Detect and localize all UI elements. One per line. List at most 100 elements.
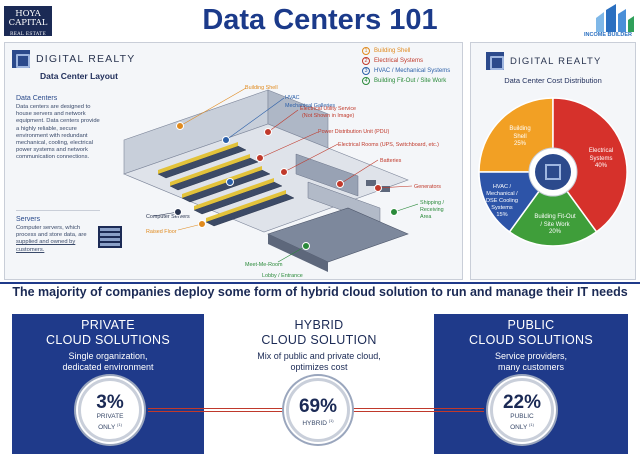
pie-label-fit-out: Building Fit-Out / Site Work 20% [526, 214, 584, 237]
legend-label: HVAC / Mechanical Systems [374, 68, 451, 74]
callout-batteries: Batteries [380, 158, 402, 164]
pie-slice-2 [508, 170, 598, 247]
pie-label-line: Shell [513, 133, 527, 140]
data-centers-text: Data centers are designed to house serve… [16, 104, 100, 161]
layout-subtitle: Data Center Layout [40, 71, 118, 81]
pie-label-line: HVAC / [492, 184, 512, 190]
pie-label-line: Mechanical / DSE Cooling Systems [485, 191, 519, 211]
private-pct: 3% [96, 392, 124, 413]
server-rack-icon [98, 226, 122, 248]
pie-label-hvac: HVAC / Mechanical / DSE Cooling Systems … [481, 184, 523, 219]
callout-lobby: Lobby / Entrance [262, 273, 303, 279]
legend-item-building-shell: 1 Building Shell [362, 46, 462, 56]
pie-label-pct: 25% [513, 141, 526, 147]
pie-label-line: / Site Work [540, 221, 570, 228]
connector-right [352, 408, 484, 412]
hybrid-title-1: HYBRID [294, 318, 344, 332]
legend-item-electrical: 2 Electrical Systems [362, 56, 462, 66]
servers-text-emphasis: supplied and owned by customers. [16, 239, 76, 253]
data-centers-heading: Data Centers [16, 95, 58, 102]
pie-center-mark-icon [545, 164, 561, 180]
hybrid-cloud-tagline: The majority of companies deploy some fo… [12, 285, 628, 299]
legend-number: 2 [362, 57, 370, 65]
hybrid-stat-circle: 69% HYBRID (1) [286, 378, 350, 442]
private-stat-circle: 3% PRIVATE ONLY (1) [78, 378, 142, 442]
pie-label-electrical: Electrical Systems 40% [578, 148, 624, 171]
private-title-1: PRIVATE [81, 318, 135, 332]
public-stat-circle: 22% PUBLIC ONLY (1) [490, 378, 554, 442]
public-only-text: ONLY [510, 423, 528, 431]
callout-generators: Generators [414, 184, 441, 190]
public-title-2: CLOUD SOLUTIONS [469, 333, 593, 347]
income-builder-logo-icon [596, 4, 634, 32]
public-stat-label-2: ONLY (1) [493, 421, 551, 432]
legend-number: 4 [362, 77, 370, 85]
pie-center-logo-icon [535, 154, 571, 190]
digital-realty-brand-2: DIGITAL REALTY [510, 55, 602, 67]
pie-label-pct: 40% [594, 163, 607, 169]
callout-building-shell: Building Shell [245, 85, 278, 91]
footnote-marker: (1) [328, 418, 334, 423]
hoya-capital-logo: HOYA CAPITAL REAL ESTATE [4, 6, 52, 37]
hybrid-title-2: CLOUD SOLUTION [261, 333, 377, 347]
hoya-logo-line2: REAL ESTATE [9, 32, 47, 37]
divider [16, 210, 100, 211]
legend-item-fit-out: 4 Building Fit-Out / Site Work [362, 76, 462, 86]
public-desc-2: many customers [497, 362, 565, 372]
layout-legend: 1 Building Shell 2 Electrical Systems 3 … [362, 46, 462, 86]
callout-pdu: Power Distribution Unit (PDU) [318, 129, 390, 135]
callout-markers [153, 87, 418, 263]
footnote-marker: (1) [117, 421, 122, 427]
private-stat-label: PRIVATE [96, 413, 124, 420]
callout-mechanical-galleries: Mechanical Galleries [285, 103, 336, 109]
digital-realty-logo-2: DIGITAL REALTY [486, 52, 602, 70]
hybrid-desc-2: optimizes cost [290, 362, 348, 372]
cost-subtitle: Data Center Cost Distribution [504, 76, 602, 85]
legend-number: 1 [362, 47, 370, 55]
private-stat-label-2: ONLY (1) [81, 421, 139, 432]
digital-realty-mark-icon [12, 50, 30, 68]
pie-label-pct: 15% [496, 212, 508, 218]
callout-shipping-line3: Area [420, 214, 432, 220]
pie-label-line: Systems [589, 155, 613, 162]
callout-raised-floor: Raised Floor [146, 229, 177, 235]
pie-label-line: Building [509, 126, 531, 132]
callout-electrical-utility: Electrical Utility Service [300, 106, 357, 112]
digital-realty-mark-icon [486, 52, 504, 70]
pie-label-line: Building Fit-Out [534, 214, 576, 220]
legend-item-hvac: 3 HVAC / Mechanical Systems [362, 66, 462, 76]
private-title-2: CLOUD SOLUTIONS [46, 333, 170, 347]
legend-label: Building Fit-Out / Site Work [374, 78, 447, 84]
servers-text-main: Computer servers, which process and stor… [16, 225, 87, 239]
hybrid-pct: 69% [298, 396, 338, 417]
callout-meet-me-room: Meet-Me-Room [245, 262, 283, 268]
footnote-marker: (1) [529, 421, 534, 427]
pie-slice-1 [552, 97, 628, 233]
cost-pie-chart [478, 97, 628, 247]
callout-shipping-line1: Shipping / [420, 200, 444, 206]
private-desc-1: Single organization, [68, 351, 148, 361]
income-builder-text: INCOME BUILDER [584, 32, 632, 38]
callout-electrical-rooms: Electrical Rooms (UPS, Switchboard, etc.… [338, 142, 439, 148]
digital-realty-brand: DIGITAL REALTY [36, 53, 136, 65]
pie-slice-0 [478, 97, 554, 173]
legend-label: Electrical Systems [374, 58, 424, 64]
callout-hvac: HVAC [285, 95, 300, 101]
pie-label-building-shell: Building Shell 25% [500, 126, 540, 149]
private-only-text: ONLY [98, 423, 116, 431]
servers-text: Computer servers, which process and stor… [16, 225, 96, 254]
servers-heading: Servers [16, 216, 41, 223]
hybrid-text: HYBRID [302, 420, 327, 428]
digital-realty-logo: DIGITAL REALTY [12, 50, 135, 68]
divider-line [0, 282, 640, 284]
callout-shipping: Shipping / Receiving Area [420, 200, 444, 221]
connector-left [148, 408, 284, 412]
page-title: Data Centers 101 [202, 4, 438, 36]
public-stat-label: PUBLIC [510, 413, 534, 420]
private-desc-2: dedicated environment [62, 362, 154, 372]
callout-shipping-line2: Receiving [420, 207, 444, 213]
pie-label-pct: 20% [548, 229, 561, 235]
hoya-logo-line1: HOYA CAPITAL [8, 9, 48, 28]
legend-label: Building Shell [374, 48, 411, 54]
hybrid-desc-1: Mix of public and private cloud, [257, 351, 381, 361]
